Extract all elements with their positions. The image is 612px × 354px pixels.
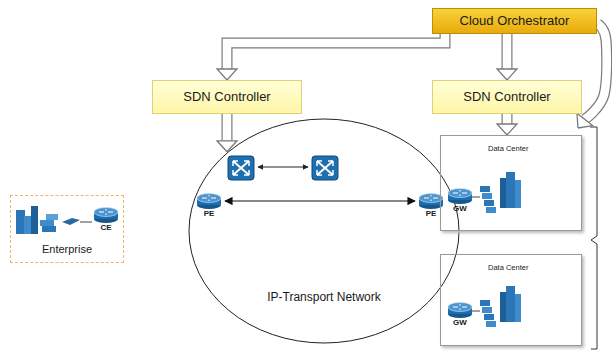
arrow-head: [217, 141, 237, 152]
router-node: GW: [447, 301, 473, 337]
router-node: CE: [91, 206, 121, 244]
arrow-shaft: [227, 34, 445, 69]
router-label: GW: [453, 205, 467, 214]
controller-box: SDN Controller: [152, 80, 302, 114]
ellipse-outline: [189, 119, 459, 343]
transport-link: [225, 201, 415, 202]
arrow-head: [577, 113, 593, 128]
arrow-shaft: [227, 34, 445, 69]
data-center-box: Data CenterGW: [440, 254, 582, 346]
node-label: SDN Controller: [463, 89, 550, 105]
node-label: Data Center: [488, 144, 581, 153]
arrow-shaft: [585, 24, 607, 119]
router-node: PE: [416, 192, 446, 230]
router-node: PE: [194, 192, 224, 230]
router-label: PE: [204, 210, 215, 219]
router-label: CE: [100, 224, 111, 233]
router-icon: [196, 192, 222, 210]
switch-link: [258, 167, 308, 168]
arrow-shaft: [585, 24, 607, 119]
node-label: Cloud Orchestrator: [460, 13, 570, 29]
enterprise-zone: Enterprise CE: [10, 195, 124, 263]
router-icon: [93, 206, 119, 224]
router-label: PE: [426, 210, 437, 219]
arrow-shaft: [503, 34, 512, 69]
control-arrow: [217, 34, 445, 80]
switch-icon: [312, 156, 338, 180]
arrow-shaft: [502, 114, 513, 124]
control-arrow: [217, 114, 237, 152]
arrow-head: [497, 124, 517, 135]
group-bracket: [590, 127, 597, 349]
node-label: Enterprise: [42, 243, 92, 256]
data-center-servers: [470, 286, 521, 327]
router-icon: [447, 301, 473, 319]
node-label: Data Center: [488, 263, 581, 272]
enterprise-buildings: [16, 206, 92, 234]
node-label: IP-Transport Network: [267, 290, 381, 304]
arrow-head: [497, 69, 517, 80]
arrow-shaft: [222, 114, 233, 141]
link-line: [225, 200, 415, 201]
data-center-servers: [470, 172, 521, 213]
router-label: GW: [453, 319, 467, 328]
arrow-shaft: [502, 34, 513, 69]
node-label: SDN Controller: [183, 89, 270, 105]
ellipse-outline: [188, 118, 460, 344]
network-ellipse: IP-Transport Network: [188, 118, 460, 344]
router-node: GW: [447, 187, 473, 223]
arrow-shaft: [503, 114, 512, 124]
arrow-shaft: [223, 114, 232, 141]
router-icon: [447, 187, 473, 205]
orchestrator-box: Cloud Orchestrator: [432, 8, 597, 34]
control-arrow: [497, 114, 517, 135]
data-center-box: Data CenterGW: [440, 135, 582, 231]
switch-icon: [228, 156, 254, 180]
control-arrow: [497, 34, 517, 80]
arrow-head: [217, 69, 237, 80]
controller-box: SDN Controller: [432, 80, 582, 114]
